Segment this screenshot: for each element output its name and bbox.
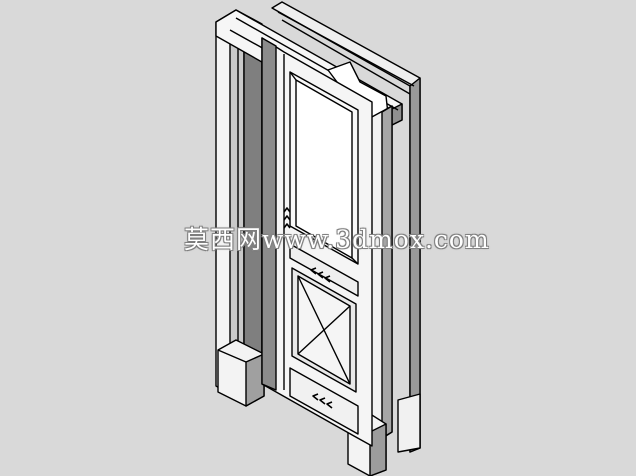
door-leaf [261,37,373,447]
rear-casing [271,1,421,453]
chevron-marks [283,207,333,409]
left-casing [215,9,265,407]
watermark-text: 莫西网www.3dmox.com [184,225,490,254]
